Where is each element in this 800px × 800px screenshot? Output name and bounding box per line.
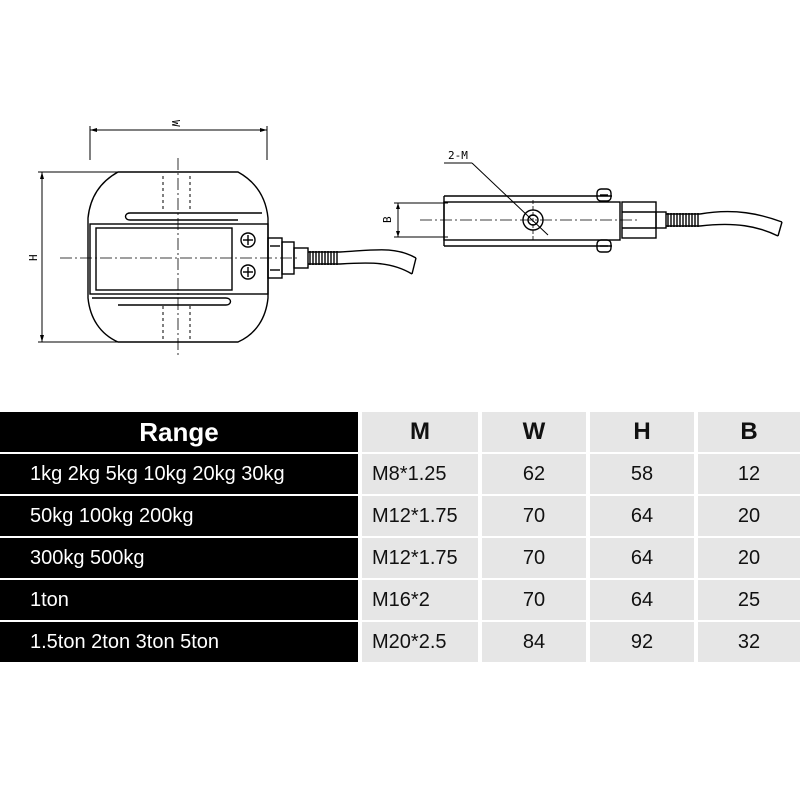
w-cell: 70	[482, 580, 586, 620]
table-row: 1ton M16*2 70 64 25	[0, 580, 800, 620]
height-dim-label: H	[27, 254, 40, 261]
b-cell: 20	[698, 538, 800, 578]
range-cell: 50kg 100kg 200kg	[0, 496, 358, 536]
b-cell: 32	[698, 622, 800, 662]
load-cell-drawing: W H B 2-M	[27, 120, 783, 356]
header-h: H	[590, 412, 694, 452]
front-view	[38, 126, 417, 356]
header-w: W	[482, 412, 586, 452]
m-cell: M12*1.75	[362, 538, 478, 578]
m-cell: M8*1.25	[362, 454, 478, 494]
header-m: M	[362, 412, 478, 452]
w-cell: 84	[482, 622, 586, 662]
b-cell: 25	[698, 580, 800, 620]
w-cell: 70	[482, 538, 586, 578]
range-cell: 1.5ton 2ton 3ton 5ton	[0, 622, 358, 662]
b-cell: 12	[698, 454, 800, 494]
thread-label: 2-M	[448, 149, 468, 162]
table-row: 1kg 2kg 5kg 10kg 20kg 30kg M8*1.25 62 58…	[0, 454, 800, 494]
thickness-dim-label: B	[381, 216, 394, 223]
width-dim-label: W	[169, 120, 182, 127]
w-cell: 62	[482, 454, 586, 494]
m-cell: M16*2	[362, 580, 478, 620]
h-cell: 64	[590, 538, 694, 578]
side-view	[394, 162, 783, 253]
h-cell: 64	[590, 580, 694, 620]
table-row: 1.5ton 2ton 3ton 5ton M20*2.5 84 92 32	[0, 622, 800, 662]
table-row: 300kg 500kg M12*1.75 70 64 20	[0, 538, 800, 578]
m-cell: M12*1.75	[362, 496, 478, 536]
table-header-row: Range M W H B	[0, 412, 800, 452]
table-row: 50kg 100kg 200kg M12*1.75 70 64 20	[0, 496, 800, 536]
header-range: Range	[0, 412, 358, 452]
b-cell: 20	[698, 496, 800, 536]
range-cell: 1kg 2kg 5kg 10kg 20kg 30kg	[0, 454, 358, 494]
h-cell: 64	[590, 496, 694, 536]
h-cell: 92	[590, 622, 694, 662]
range-cell: 300kg 500kg	[0, 538, 358, 578]
w-cell: 70	[482, 496, 586, 536]
header-b: B	[698, 412, 800, 452]
h-cell: 58	[590, 454, 694, 494]
m-cell: M20*2.5	[362, 622, 478, 662]
range-cell: 1ton	[0, 580, 358, 620]
